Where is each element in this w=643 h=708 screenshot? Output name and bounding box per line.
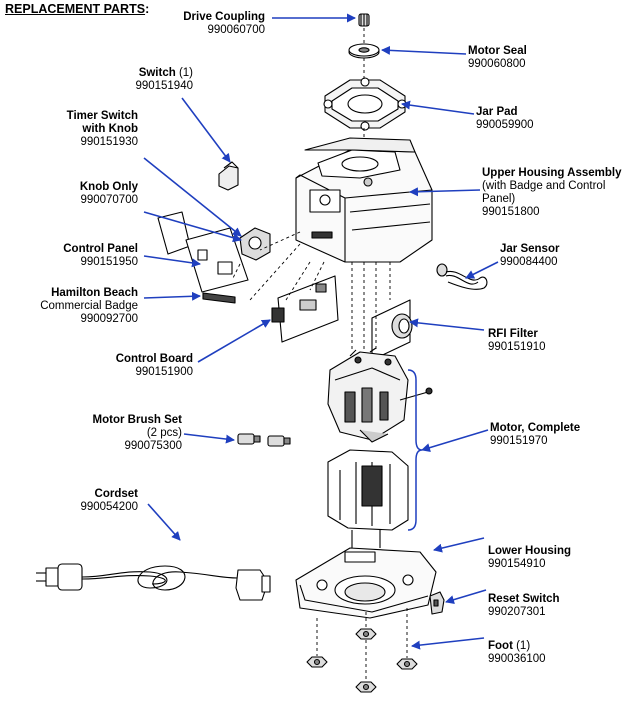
reset-switch-part <box>429 591 445 615</box>
upper-housing-part <box>295 137 433 263</box>
label-lower-housing: Lower Housing 990154910 <box>488 545 571 571</box>
lower-housing-number: 990154910 <box>488 558 546 570</box>
cordset-title: Cordset <box>94 488 138 500</box>
rfi-filter-number: 990151910 <box>488 341 546 353</box>
page-heading: REPLACEMENT PARTS: <box>5 2 149 16</box>
motor-brush-part <box>237 433 291 447</box>
foot-title: Foot <box>488 640 513 652</box>
jar-sensor-part <box>436 263 488 290</box>
label-switch: Switch (1) 990151940 <box>135 67 193 93</box>
jar-sensor-title: Jar Sensor <box>500 243 560 255</box>
drive-coupling-number: 990060700 <box>207 24 265 36</box>
label-control-panel: Control Panel 990151950 <box>63 243 138 269</box>
control-board-title: Control Board <box>115 353 193 365</box>
label-timer-switch: Timer Switch with Knob 990151930 <box>67 110 138 149</box>
switch-part <box>218 161 239 191</box>
drive-coupling-part <box>358 13 370 27</box>
control-panel-title: Control Panel <box>63 243 138 255</box>
foot-qty: (1) <box>512 640 531 652</box>
badge-part <box>202 292 236 304</box>
assembly-guide-lines <box>231 28 408 681</box>
label-foot: Foot (1) 990036100 <box>488 640 546 666</box>
upper-housing-number: 990151800 <box>482 206 540 218</box>
rfi-filter-part <box>371 299 413 361</box>
motor-complete-number: 990151970 <box>490 435 548 447</box>
motor-brush-title: Motor Brush Set <box>92 414 182 426</box>
rfi-filter-title: RFI Filter <box>488 328 538 340</box>
control-panel-part <box>157 211 249 293</box>
heading-text: REPLACEMENT PARTS <box>5 2 146 16</box>
jar-sensor-number: 990084400 <box>500 256 558 268</box>
label-reset-switch: Reset Switch 990207301 <box>488 593 560 619</box>
label-jar-sensor: Jar Sensor 990084400 <box>500 243 559 269</box>
motor-brush-number: 990075300 <box>124 440 182 452</box>
motor-brush-desc: (2 pcs) <box>146 427 182 439</box>
label-cordset: Cordset 990054200 <box>80 488 138 514</box>
timer-switch-title-line2: with Knob <box>82 123 138 135</box>
label-control-board: Control Board 990151900 <box>116 353 193 379</box>
control-board-number: 990151900 <box>135 366 193 378</box>
cordset-part <box>36 563 271 601</box>
lower-housing-title: Lower Housing <box>488 545 572 557</box>
timer-switch-part <box>239 227 271 261</box>
foot-number: 990036100 <box>488 653 546 665</box>
lower-housing-part <box>295 547 437 619</box>
jar-pad-part <box>323 77 407 131</box>
drive-coupling-title: Drive Coupling <box>183 11 265 23</box>
reset-switch-number: 990207301 <box>488 606 546 618</box>
hamilton-beach-title: Hamilton Beach <box>51 287 138 299</box>
switch-title: Switch <box>138 67 176 79</box>
label-jar-pad: Jar Pad 990059900 <box>476 106 534 132</box>
motor-complete-title: Motor, Complete <box>490 422 581 434</box>
jar-pad-number: 990059900 <box>476 119 534 131</box>
cordset-number: 990054200 <box>80 501 138 513</box>
label-knob-only: Knob Only 990070700 <box>80 181 138 207</box>
label-motor-brush: Motor Brush Set (2 pcs) 990075300 <box>93 414 182 453</box>
control-panel-number: 990151950 <box>80 256 138 268</box>
heading-colon: : <box>145 2 150 16</box>
upper-housing-desc-line2: Panel) <box>482 193 516 205</box>
label-hamilton-beach: Hamilton Beach Commercial Badge 99009270… <box>40 287 138 326</box>
label-upper-housing: Upper Housing Assembly (with Badge and C… <box>482 167 622 219</box>
hamilton-beach-desc: Commercial Badge <box>40 300 138 312</box>
reset-switch-title: Reset Switch <box>488 593 560 605</box>
upper-housing-title: Upper Housing Assembly <box>482 167 622 179</box>
label-rfi-filter: RFI Filter 990151910 <box>488 328 546 354</box>
switch-qty: (1) <box>175 67 193 79</box>
knob-only-title: Knob Only <box>79 181 138 193</box>
motor-seal-title: Motor Seal <box>468 45 527 57</box>
switch-number: 990151940 <box>135 80 193 92</box>
timer-switch-number: 990151930 <box>80 136 138 148</box>
hamilton-beach-number: 990092700 <box>80 313 138 325</box>
knob-only-number: 990070700 <box>80 194 138 206</box>
label-drive-coupling: Drive Coupling 990060700 <box>183 11 265 37</box>
upper-housing-desc-line1: (with Badge and Control <box>482 180 606 192</box>
callout-arrows <box>143 13 499 650</box>
motor-seal-part <box>348 43 380 59</box>
motor-seal-number: 990060800 <box>468 58 526 70</box>
foot-part <box>306 628 418 693</box>
timer-switch-title-line1: Timer Switch <box>66 110 138 122</box>
jar-pad-title: Jar Pad <box>476 106 518 118</box>
motor-part <box>327 347 433 548</box>
control-board-part <box>271 275 339 343</box>
label-motor-seal: Motor Seal 990060800 <box>468 45 527 71</box>
label-motor-complete: Motor, Complete 990151970 <box>490 422 580 448</box>
